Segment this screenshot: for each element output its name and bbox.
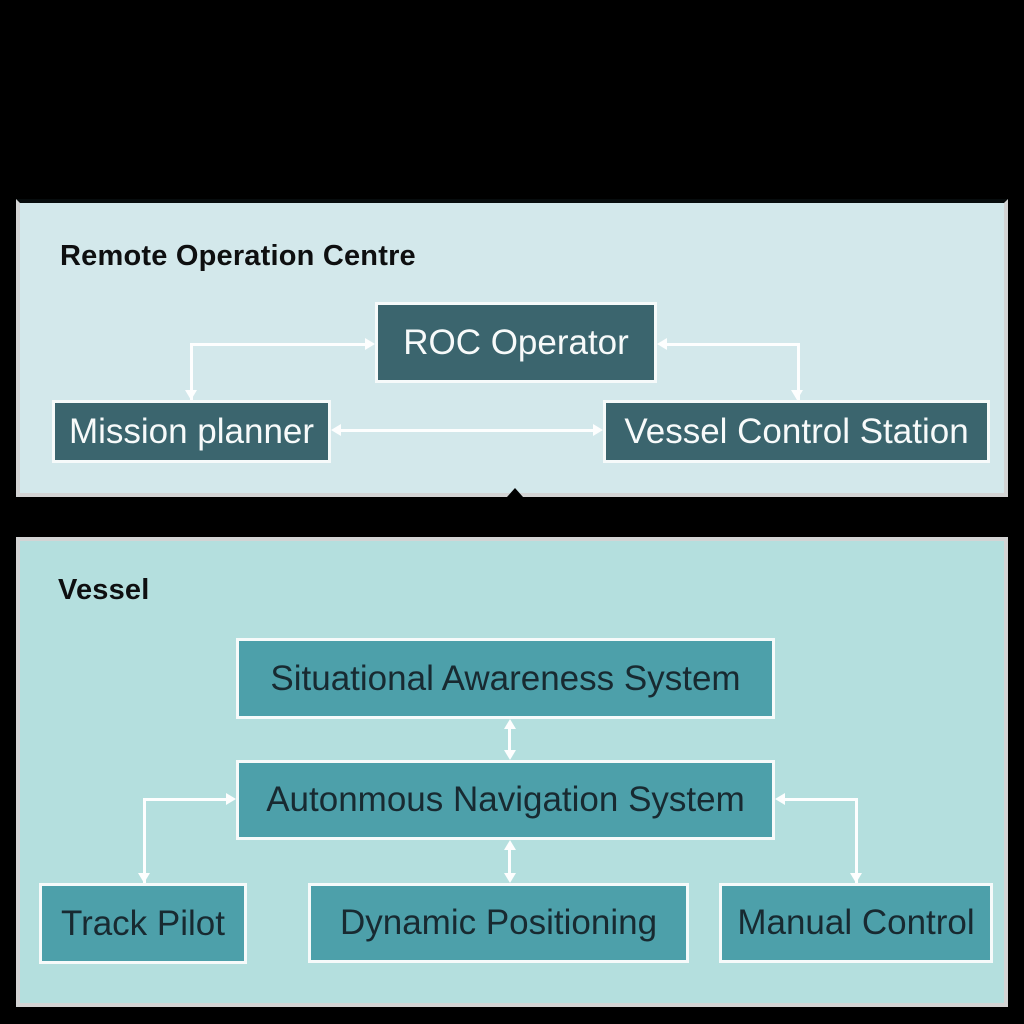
node-situational-awareness-system: Situational Awareness System — [236, 638, 775, 719]
connector-ans-track-pilot-vline — [143, 798, 146, 883]
connector-ans-dp-down-arrowhead-icon — [504, 873, 516, 883]
connector-sas-ans-down-arrowhead-icon — [504, 750, 516, 760]
panel-remote-operation-centre: Remote Operation Centre ROC Operator Mis… — [16, 199, 1008, 497]
node-track-pilot-label: Track Pilot — [60, 903, 225, 943]
connector-ans-manual-control-left-arrowhead-icon — [775, 793, 785, 805]
connector-mp-vcs-hline — [341, 429, 593, 432]
connector-sas-ans-up-arrowhead-icon — [504, 719, 516, 729]
node-mission-planner: Mission planner — [52, 400, 331, 463]
node-autonomous-navigation-system-label: Autonmous Navigation System — [266, 780, 745, 819]
connector-ans-dp-up-arrowhead-icon — [504, 840, 516, 850]
connector-roc-operator-vcs-left-arrowhead-icon — [657, 338, 667, 350]
connector-roc-operator-vcs-down-arrowhead-icon — [791, 390, 803, 400]
connector-mission-planner-roc-operator-down-arrowhead-icon — [185, 390, 197, 400]
inter-panel-arrow-up-head-icon — [507, 488, 523, 497]
panel-vessel: Vessel Situational Awareness System Auto… — [16, 537, 1008, 1007]
panel-title-remote-operation-centre: Remote Operation Centre — [60, 240, 416, 272]
node-dynamic-positioning: Dynamic Positioning — [308, 883, 689, 963]
connector-ans-manual-control-hline — [785, 798, 858, 801]
connector-ans-dp-vline — [508, 848, 511, 876]
connector-roc-operator-vcs-hline — [667, 343, 800, 346]
connector-ans-track-pilot-down-arrowhead-icon — [138, 873, 150, 883]
node-roc-operator-label: ROC Operator — [403, 322, 629, 362]
node-autonomous-navigation-system: Autonmous Navigation System — [236, 760, 775, 840]
connector-mission-planner-roc-operator-right-arrowhead-icon — [365, 338, 375, 350]
node-dynamic-positioning-label: Dynamic Positioning — [339, 903, 658, 942]
node-situational-awareness-system-label: Situational Awareness System — [270, 658, 741, 698]
connector-ans-track-pilot-right-arrowhead-icon — [226, 793, 236, 805]
connector-roc-operator-vcs-vline — [797, 343, 800, 400]
inter-panel-arrow-line — [513, 497, 517, 537]
connector-sas-ans-vline — [508, 727, 511, 753]
connector-ans-manual-control-vline — [855, 798, 858, 883]
connector-ans-track-pilot-hline — [143, 798, 226, 801]
connector-mp-vcs-left-arrowhead-icon — [331, 424, 341, 436]
node-track-pilot: Track Pilot — [39, 883, 247, 964]
connector-mission-planner-roc-operator-hline — [190, 343, 366, 346]
node-vessel-control-station-label: Vessel Control Station — [624, 411, 969, 451]
node-manual-control-label: Manual Control — [737, 903, 975, 942]
node-roc-operator: ROC Operator — [375, 302, 657, 383]
connector-ans-manual-control-down-arrowhead-icon — [850, 873, 862, 883]
connector-mp-vcs-right-arrowhead-icon — [593, 424, 603, 436]
node-mission-planner-label: Mission planner — [68, 411, 315, 451]
connector-mission-planner-roc-operator-vline — [190, 343, 193, 400]
node-vessel-control-station: Vessel Control Station — [603, 400, 990, 463]
panel-title-vessel: Vessel — [58, 574, 150, 606]
node-manual-control: Manual Control — [719, 883, 993, 963]
